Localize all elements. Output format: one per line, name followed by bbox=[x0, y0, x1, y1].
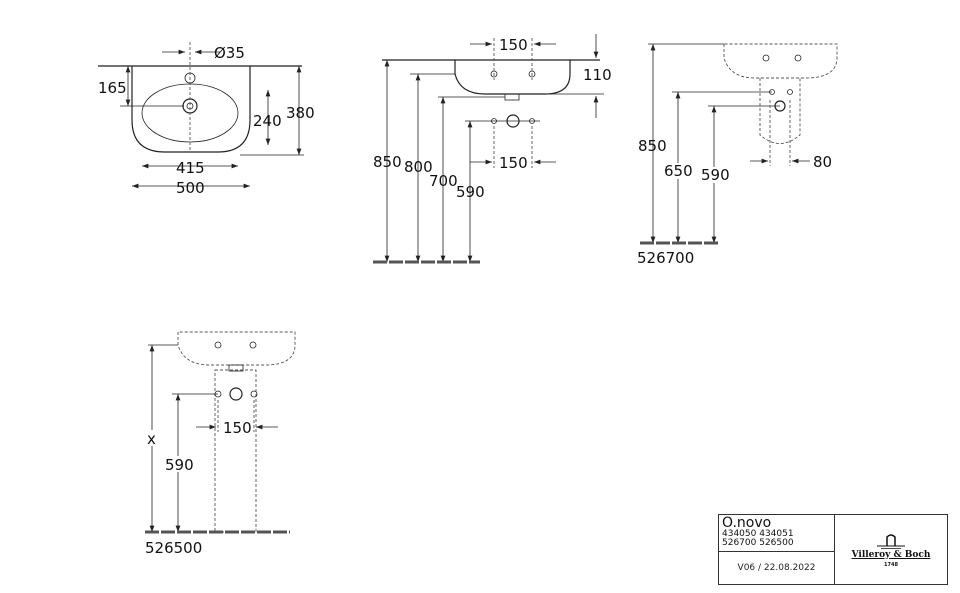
product-name: O.novo bbox=[722, 515, 772, 531]
dim-590: 590 bbox=[701, 166, 730, 184]
product-info: O.novo 434050 434051 526700 526500 bbox=[719, 515, 834, 552]
dim-240: 240 bbox=[253, 112, 282, 130]
dim-590: 590 bbox=[456, 183, 485, 201]
version-date: V06 / 22.08.2022 bbox=[737, 563, 816, 573]
dim-590: 590 bbox=[165, 456, 194, 474]
article-numbers-2: 526700 526500 bbox=[722, 538, 794, 548]
pedestal-view: 150 x 590 526500 bbox=[145, 331, 296, 557]
dim-380: 380 bbox=[286, 104, 315, 122]
article-526700: 526700 bbox=[637, 249, 694, 267]
dim-x: x bbox=[147, 430, 156, 448]
dim-80: 80 bbox=[813, 153, 832, 171]
brand-logo: Villeroy & Boch 1748 bbox=[835, 515, 947, 584]
dim-150: 150 bbox=[223, 419, 252, 437]
title-block: O.novo 434050 434051 526700 526500 V06 /… bbox=[718, 514, 948, 585]
article-numbers-1: 434050 434051 bbox=[722, 529, 794, 539]
dim-110: 110 bbox=[583, 66, 612, 84]
brand-name: Villeroy & Boch bbox=[851, 549, 931, 560]
dim-850: 850 bbox=[373, 153, 402, 171]
article-526500: 526500 bbox=[145, 539, 202, 557]
dim-850: 850 bbox=[638, 137, 667, 155]
brand-year: 1748 bbox=[884, 561, 898, 568]
front-view: 150 110 150 850 800 700 590 bbox=[373, 34, 612, 264]
dim-diameter: Ø35 bbox=[214, 44, 245, 62]
title-block-info: O.novo 434050 434051 526700 526500 V06 /… bbox=[719, 515, 835, 584]
dim-700: 700 bbox=[429, 172, 458, 190]
dim-500: 500 bbox=[176, 179, 205, 197]
dim-150-top: 150 bbox=[499, 36, 528, 54]
dim-165: 165 bbox=[98, 79, 127, 97]
dim-800: 800 bbox=[404, 158, 433, 176]
semi-pedestal-view: 850 650 590 80 526700 bbox=[637, 43, 838, 267]
dim-415: 415 bbox=[176, 159, 205, 177]
faucet-logo-icon bbox=[877, 533, 905, 549]
top-view: Ø35 165 240 380 415 500 bbox=[98, 42, 315, 197]
dim-150-bottom: 150 bbox=[499, 154, 528, 172]
dim-650: 650 bbox=[664, 162, 693, 180]
